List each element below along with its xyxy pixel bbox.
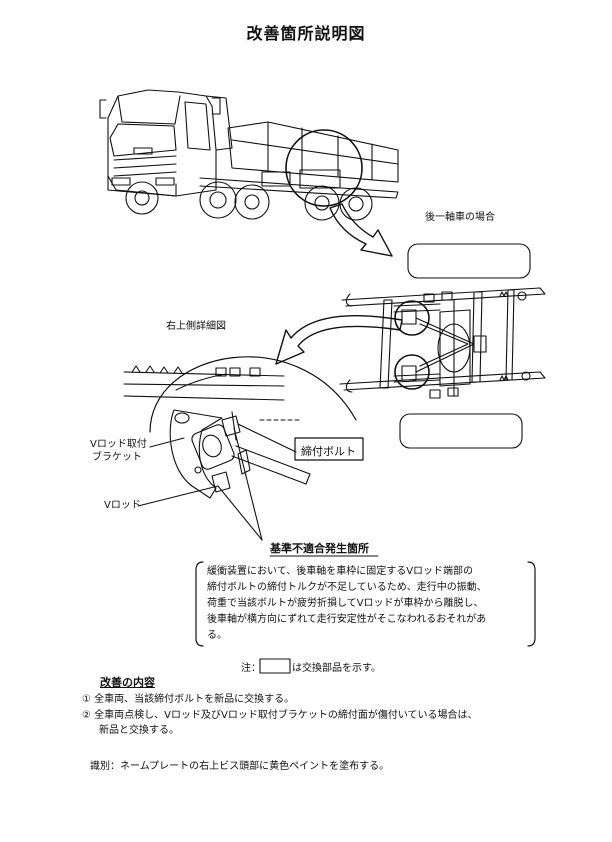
remedy-heading: 改善の内容 (100, 676, 155, 689)
v-rod-label: Vロッド (104, 500, 141, 511)
defect-location-label: 基準不適合発生箇所 (270, 542, 369, 555)
bolt-label-box (294, 437, 364, 461)
description-bracket (195, 561, 536, 647)
axle-highlight-circle-lower (394, 354, 430, 390)
note-suffix: は交換部品を示す。 (292, 663, 381, 674)
description-line: 緩衝装置において、後車軸を車枠に固定するVロッド端部の (207, 566, 474, 577)
description-line: る。 (207, 630, 227, 641)
remedy-item-1: ① 全車両、当該締付ボルトを新品に交換する。 (82, 694, 295, 705)
arrow-truck-to-axle (329, 203, 393, 257)
bracket-label-line2: ブラケット (92, 452, 142, 463)
description-line: 後車軸が横方向にずれて走行安定性がそこなわれるおそれがあ (207, 614, 487, 625)
remedy-item-2: ② 全車両点検し、Vロッド及びVロッド取付ブラケットの締付面が傷付いている場合は… (82, 710, 478, 721)
bracket-label-line1: Vロッド取付 (90, 439, 147, 450)
leader-bracket (149, 437, 185, 448)
note-prefix: 注： (241, 663, 261, 674)
truck-illustration (99, 89, 399, 221)
truck-highlight-circle (285, 129, 363, 207)
leader-v-rod (137, 485, 219, 507)
description-line: 荷重で当該ボルトが疲労折損してVロッドが車枠から離脱し、 (207, 598, 484, 609)
arrow-axle-to-detail (275, 315, 403, 365)
remedy-item-2-continued: 新品と交換する。 (99, 725, 179, 736)
page-title: 改善箇所説明図 (246, 24, 366, 43)
detail-caption: 右上側詳細図 (166, 321, 226, 332)
detail-view (123, 356, 357, 499)
bolt-label: 締付ボルト (301, 445, 356, 458)
note-legend-box (259, 658, 291, 674)
leader-defect-a (233, 427, 263, 541)
identification-text: 識別：ネームプレートの右上ビス頭部に黄色ペイントを塗布する。 (90, 761, 390, 772)
rear-axle-caption: 後一軸車の場合 (425, 212, 495, 223)
axle-highlight-circle-upper (394, 300, 430, 336)
leader-bolt (237, 423, 297, 453)
leader-defect-b (217, 485, 263, 541)
rear-axle-top-view (339, 243, 546, 449)
description-line: 締付ボルトの締付トルクが不足しているため、走行中の振動、 (207, 582, 487, 593)
